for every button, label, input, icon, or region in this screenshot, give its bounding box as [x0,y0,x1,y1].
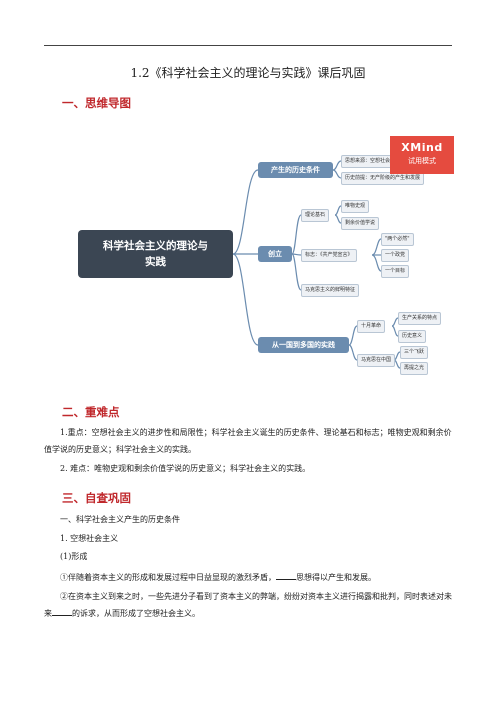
section-heading-review: 三、自查巩固 [62,491,131,505]
review-item-2: ②在资本主义到来之时，一些先进分子看到了资本主义的弊端，纷纷对资本主义进行揭露和… [44,588,452,622]
mindmap-node-october: 十月革命 [357,320,386,333]
watermark-trial-text: 试用模式 [408,157,436,165]
review-heading: 一、科学社会主义产生的历史条件 [60,515,180,524]
mindmap-leaf: 再提之光 [400,362,429,375]
mindmap-root-node: 科学社会主义的理论与 实践 [78,230,233,278]
mindmap-leaf: 一个目标 [381,265,410,278]
mindmap-leaf: 生产关系的特点 [398,312,442,325]
mindmap-node-theory: 理论基石 [301,209,330,222]
review-item-1: ①伴随着资本主义的形成和发展过程中日益显现的激烈矛盾， 思想得以产生和发展。 [44,569,452,586]
fill-blank[interactable] [276,571,296,580]
mindmap-leaf: 历史意义 [398,330,427,343]
mindmap-leaf: 一个政党 [381,249,410,262]
difficult-point-paragraph: 2. 难点：唯物史观和剩余价值学说的历史意义；科学社会主义的实践。 [60,464,311,473]
header-rule [44,45,452,46]
watermark-logo-text: XMind [401,141,443,154]
mindmap-branch-founding: 创立 [258,246,292,262]
fill-blank[interactable] [52,607,72,616]
review-subheading: 1. 空想社会主义 [60,534,119,543]
mindmap-node-china: 马克思在中国 [357,354,396,367]
item1-text-after: 思想得以产生和发展。 [296,573,376,582]
key-point-paragraph: 1.重点：空想社会主义的进步性和局限性；科学社会主义诞生的历史条件、理论基石和标… [44,428,452,454]
item1-text-before: ①伴随着资本主义的形成和发展过程中日益显现的激烈矛盾， [60,573,276,582]
mindmap-node-manifesto: 标志：《共产党宣言》 [301,249,357,262]
item2-text-before: ②在资本主义到来之时，一些先进分子看到了资本主义的弊端，纷纷对资本主义进行揭露和… [44,592,452,618]
review-subitem: (1)形成 [60,552,88,561]
mindmap-leaf: 唯物史观 [341,200,370,213]
mindmap-leaf: 三个飞跃 [400,346,429,359]
section-heading-keypoints: 二、重难点 [62,405,120,419]
mindmap-branch-conditions: 产生的历史条件 [258,162,333,178]
page-title: 1.2《科学社会主义的理论与实践》课后巩固 [130,66,366,80]
xmind-trial-watermark: XMind 试用模式 [390,136,454,174]
mindmap-leaf: 剩余价值学说 [341,217,380,230]
mindmap-leaf: "两个必然" [381,233,414,246]
item2-text-after: 的诉求，从而形成了空想社会主义。 [72,609,200,618]
mindmap-root-line2: 实践 [145,256,166,268]
mindmap-root-line1: 科学社会主义的理论与 [103,240,208,252]
mindmap-node-features: 马克思主义的鲜明特征 [301,284,360,297]
mindmap-branch-practice: 从一国到多国的实践 [258,337,349,353]
mindmap-leaf: 历史前提：无产阶级的产生和发展 [341,172,425,185]
section-heading-mindmap: 一、思维导图 [62,96,131,110]
